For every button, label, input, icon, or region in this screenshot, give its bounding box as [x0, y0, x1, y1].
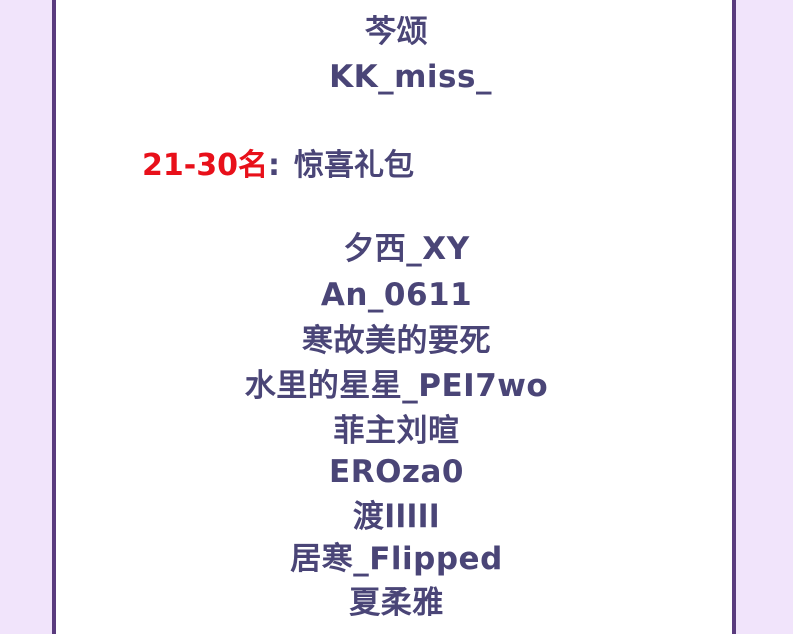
winner-name: 夕西_XY [343, 231, 470, 267]
winner-name: KK_miss_ [329, 59, 492, 95]
content-panel [52, 0, 736, 634]
winner-name: 菲主刘暄 [333, 413, 460, 449]
winner-name: 寒故美的要死 [302, 323, 491, 359]
prize-heading: 21-30名: 惊喜礼包 [142, 147, 414, 185]
winner-name: 夏柔雅 [349, 585, 444, 621]
rank-separator: : [267, 148, 280, 183]
winner-name: EROza0 [329, 454, 464, 490]
rank-range-label: 21-30名 [142, 148, 268, 183]
prize-name: 惊喜礼包 [293, 148, 414, 183]
winner-name: An_0611 [320, 277, 473, 313]
winner-name: 渡lllll [352, 499, 441, 535]
winner-name: 居寒_Flipped [290, 541, 503, 577]
winner-name: 芩颂 [365, 14, 428, 50]
winner-name: 水里的星星_PEI7wo [244, 368, 549, 404]
